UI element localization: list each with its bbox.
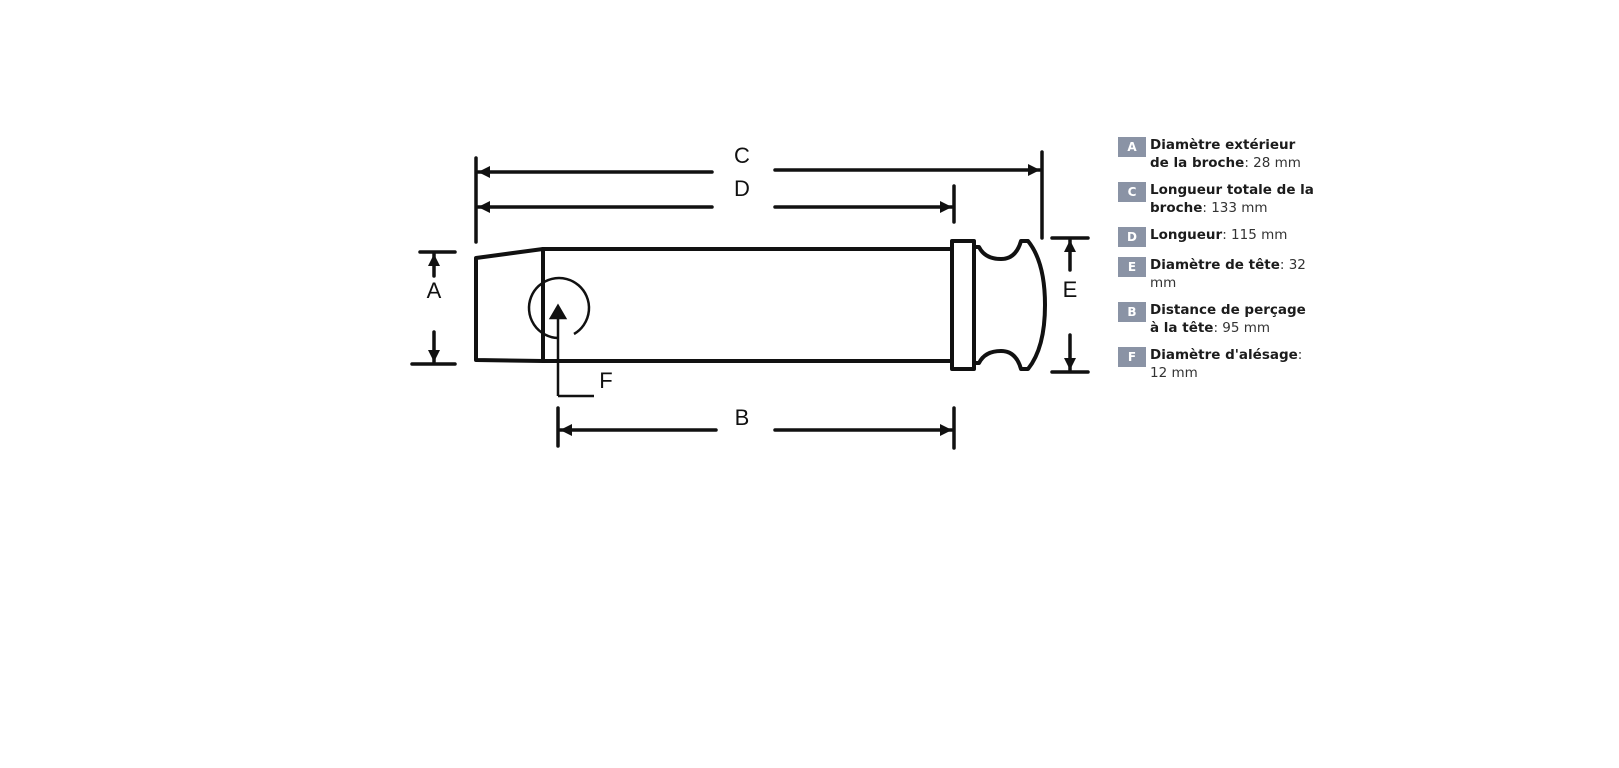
pin-head (972, 239, 1047, 371)
legend-badge: C (1118, 182, 1146, 202)
legend-name: Diamètre de tête (1150, 257, 1280, 273)
dim-d-arrow-right (940, 201, 952, 213)
legend-item-f: F Diamètre d'alésage: 12 mm (1118, 346, 1318, 382)
legend-badge: B (1118, 302, 1146, 322)
dim-b-arrow-left (560, 424, 572, 436)
hole-f-arrow (548, 303, 568, 320)
dim-a-arrow-bottom (428, 350, 440, 362)
legend-text: Diamètre d'alésage: 12 mm (1150, 346, 1318, 382)
dim-e-arrow-bottom (1064, 358, 1076, 370)
hole-f-circle (527, 276, 591, 340)
legend-name: Distance de perçage à la tête (1150, 302, 1306, 336)
legend-name: Longueur (1150, 227, 1223, 243)
dim-c-arrow-right (1028, 164, 1040, 176)
legend-name: Diamètre extérieur de la broche (1150, 137, 1296, 171)
legend-text: Longueur totale de la broche: 133 mm (1150, 181, 1318, 217)
legend-value: : 115 mm (1222, 227, 1288, 243)
dim-label-d: D (734, 176, 750, 201)
dim-label-e: E (1063, 277, 1078, 302)
dim-label-b: B (735, 405, 750, 430)
legend-value: : 32 mm (1150, 257, 1306, 291)
dim-a-arrow-top (428, 254, 440, 266)
legend-item-c: C Longueur totale de la broche: 133 mm (1118, 181, 1318, 217)
legend-value: : 12 mm (1150, 347, 1303, 381)
legend-badge: E (1118, 257, 1146, 277)
dim-label-c: C (734, 143, 750, 168)
legend-badge: A (1118, 137, 1146, 157)
legend-value: : 133 mm (1202, 200, 1268, 216)
legend-name: Longueur totale de la broche (1150, 182, 1314, 216)
dim-d-arrow-left (478, 201, 490, 213)
legend-text: Diamètre extérieur de la broche: 28 mm (1150, 136, 1318, 172)
dimension-legend: A Diamètre extérieur de la broche: 28 mm… (1118, 136, 1318, 391)
legend-badge: D (1118, 227, 1146, 247)
dim-b-arrow-right (940, 424, 952, 436)
legend-item-d: D Longueur: 115 mm (1118, 226, 1318, 247)
pin-head-collar (950, 239, 976, 371)
legend-value: : 95 mm (1213, 320, 1271, 336)
legend-value: : 28 mm (1244, 155, 1301, 171)
legend-name: Diamètre d'alésage (1150, 347, 1298, 363)
legend-item-a: A Diamètre extérieur de la broche: 28 mm (1118, 136, 1318, 172)
pin-body-outline (474, 247, 954, 363)
legend-badge: F (1118, 347, 1146, 367)
dim-c-arrow-left (478, 166, 490, 178)
legend-item-b: B Distance de perçage à la tête: 95 mm (1118, 301, 1318, 337)
legend-text: Distance de perçage à la tête: 95 mm (1150, 301, 1318, 337)
legend-text: Diamètre de tête: 32 mm (1150, 256, 1318, 292)
legend-text: Longueur: 115 mm (1150, 226, 1287, 244)
dim-e-arrow-top (1064, 240, 1076, 252)
dim-label-a: A (427, 278, 442, 303)
legend-item-e: E Diamètre de tête: 32 mm (1118, 256, 1318, 292)
dim-label-f: F (599, 368, 612, 393)
